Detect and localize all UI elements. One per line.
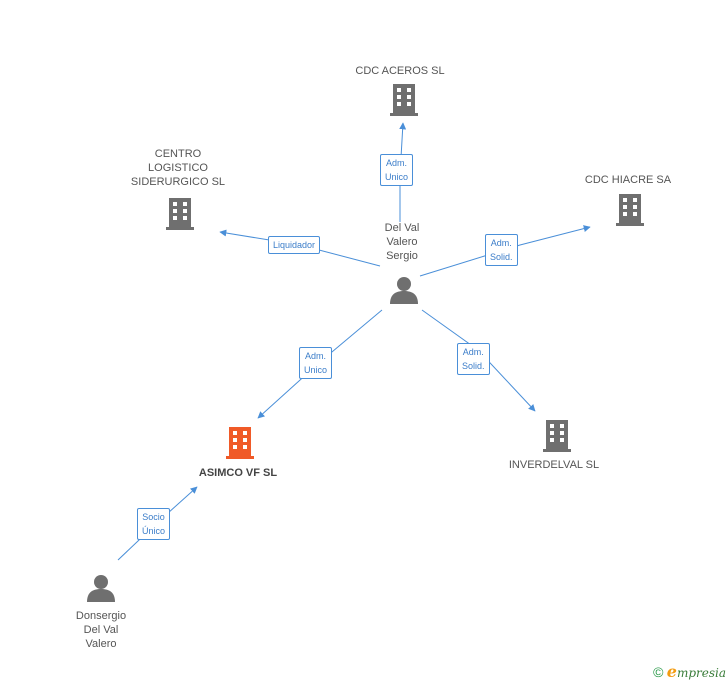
edge-label-liquidador: Liquidador — [268, 236, 321, 254]
edge-label-adm-unico: Adm. Unico — [380, 154, 414, 186]
node-label-centro-logistico[interactable]: CENTRO LOGISTICO SIDERURGICO SL — [130, 148, 226, 188]
edge-label-adm-solid: Adm. Solid. — [457, 343, 490, 375]
person-icon — [390, 277, 418, 304]
node-label-inverdelval[interactable]: INVERDELVAL SL — [508, 459, 600, 471]
edge-label-adm-unico: Adm. Unico — [299, 347, 333, 379]
edge-label-adm-solid: Adm. Solid. — [485, 234, 518, 266]
person-icon — [87, 575, 115, 602]
brand-logo: empresia — [666, 662, 726, 681]
building-icon — [166, 198, 194, 230]
building-icon — [543, 420, 571, 452]
building-icon — [390, 84, 418, 116]
node-label-cdc-hiacre[interactable]: CDC HIACRE SA — [584, 174, 672, 186]
footer-brand: © empresia — [653, 662, 726, 681]
node-label-asimco-vf[interactable]: ASIMCO VF SL — [198, 467, 278, 479]
building-icon — [616, 194, 644, 226]
node-label-donsergio-del-val-valero[interactable]: Donsergio Del Val Valero — [75, 610, 127, 650]
node-label-cdc-aceros[interactable]: CDC ACEROS SL — [355, 65, 445, 77]
building-icon-focus — [226, 427, 254, 459]
copyright-icon: © — [653, 664, 664, 680]
node-label-del-val-valero-sergio[interactable]: Del Val Valero Sergio — [384, 222, 420, 262]
edge-to-cdc-hiacre — [419, 225, 591, 277]
edge-label-socio-unico: Socio Único — [137, 508, 171, 540]
